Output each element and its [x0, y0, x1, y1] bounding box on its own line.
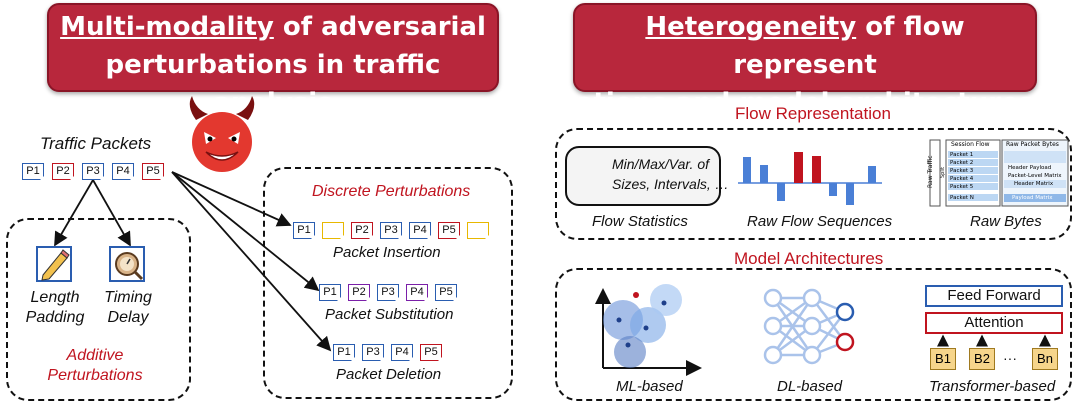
- flow-statistics-label: Flow Statistics: [592, 213, 688, 230]
- dl-based-label: DL-based: [777, 378, 843, 395]
- packet-deletion-label: Packet Deletion: [336, 366, 442, 383]
- title-line2: perturbations in traffic analysis: [105, 50, 441, 118]
- flow-representation-title: Flow Representation: [735, 104, 891, 123]
- flow-representation-box: [555, 128, 1072, 240]
- ellipsis: ···: [1003, 350, 1017, 366]
- packet-row: Packet 1: [950, 152, 974, 158]
- packet-level-matrix-label: Packet-Level Matrix: [1008, 173, 1062, 179]
- sub-p4: P4: [406, 284, 429, 302]
- raw-traffic-label: Raw Traffic: [927, 155, 934, 188]
- packet-substitution-label: Packet Substitution: [325, 306, 454, 323]
- perturbations-word: Perturbations: [47, 367, 143, 384]
- packet-p1: P1: [22, 163, 45, 181]
- transformer-arrows: [937, 334, 1051, 347]
- raw-bytes-label: Raw Bytes: [970, 213, 1042, 230]
- additive-perturbations-title: Additive Perturbations: [30, 346, 160, 386]
- split-label: Split: [940, 166, 946, 178]
- ins-p4: P4: [409, 222, 432, 240]
- ins-p1: P1: [293, 222, 316, 240]
- stopwatch-icon: [109, 246, 145, 282]
- packet-row: Packet 2: [950, 160, 974, 166]
- ins-inserted-1: [322, 222, 345, 240]
- flow-statistics-box: [565, 146, 721, 206]
- ins-p3: P3: [380, 222, 403, 240]
- right-title-banner: Heterogeneity of flow represent ations a…: [573, 3, 1037, 118]
- packet-p2: P2: [52, 163, 75, 181]
- transformer-based-label: Transformer-based: [929, 378, 1056, 395]
- dl-network: [763, 288, 855, 365]
- header-payload-labels: Header Payload: [1008, 165, 1051, 171]
- sub-p5: P5: [435, 284, 458, 302]
- ml-scatter-plot: [595, 284, 702, 376]
- left-title-banner: Multi-modality of adversarial perturbati…: [47, 3, 499, 118]
- arrow-to-insertion: [171, 171, 292, 227]
- timing-delay-label: Timing Delay: [96, 288, 160, 328]
- title-line2: ations and model architectures: [575, 88, 1035, 118]
- sub-p3: P3: [377, 284, 400, 302]
- additive-word: Additive: [66, 347, 124, 364]
- delay-label: Delay: [107, 309, 149, 326]
- packet-rows: Packet 1 Packet 2 Packet 3 Packet 4 Pack…: [950, 151, 974, 202]
- header-matrix-label: Header Matrix: [1014, 181, 1054, 187]
- del-p5: P5: [420, 344, 443, 362]
- title-underlined: Multi-modality: [60, 12, 274, 42]
- packet-p5: P5: [142, 163, 165, 181]
- token-b2: B2: [969, 348, 995, 370]
- flow-stats-line2: Sizes, Intervals, …: [612, 176, 729, 192]
- title-rest: of adversarial: [273, 12, 486, 42]
- token-bn: Bn: [1032, 348, 1058, 370]
- ins-p5: P5: [438, 222, 461, 240]
- ml-based-label: ML-based: [616, 378, 683, 395]
- sub-p2: P2: [348, 284, 371, 302]
- length-label: Length: [30, 289, 80, 306]
- document-pencil-icon: [36, 246, 72, 282]
- arrow-to-substitution: [171, 171, 320, 292]
- packet-insertion-label: Packet Insertion: [333, 244, 441, 261]
- ins-inserted-2: [467, 222, 490, 240]
- session-flow-label: Session Flow: [951, 141, 990, 148]
- discrete-box: [263, 167, 513, 399]
- discrete-perturbations-title: Discrete Perturbations: [312, 183, 471, 200]
- padding-label: Padding: [25, 309, 85, 326]
- devil-icon: [189, 96, 255, 172]
- sub-p1: P1: [319, 284, 342, 302]
- timing-label: Timing: [104, 289, 152, 306]
- arrow-to-padding: [54, 179, 94, 247]
- del-p1: P1: [333, 344, 356, 362]
- additive-box: [6, 218, 191, 401]
- token-b1: B1: [930, 348, 956, 370]
- packet-row: Packet 3: [950, 168, 974, 174]
- packet-p3: P3: [82, 163, 105, 181]
- feed-forward-block: Feed Forward: [925, 285, 1063, 307]
- payload-label: Payload: [1029, 165, 1052, 171]
- model-architectures-box: [555, 268, 1072, 401]
- raw-flow-sequences-label: Raw Flow Sequences: [747, 213, 893, 230]
- raw-flow-bars: [738, 152, 882, 205]
- header-label: Header: [1008, 165, 1029, 171]
- payload-matrix-label: Payload Matrix: [1012, 195, 1053, 201]
- del-p3: P3: [362, 344, 385, 362]
- raw-packet-bytes-label: Raw Packet Bytes: [1006, 141, 1059, 148]
- traffic-packets-label: Traffic Packets: [40, 134, 152, 153]
- arrow-to-delay: [92, 179, 131, 247]
- arrow-to-deletion: [171, 171, 332, 352]
- packet-row: Packet 4: [950, 176, 974, 182]
- title-rest: of flow represent: [733, 12, 965, 80]
- ins-p2: P2: [351, 222, 374, 240]
- length-padding-label: Length Padding: [20, 288, 90, 328]
- packet-row: Packet N: [950, 195, 974, 201]
- attention-block: Attention: [925, 312, 1063, 334]
- flow-stats-line1: Min/Max/Var. of: [612, 156, 709, 172]
- title-underlined: Heterogeneity: [645, 12, 857, 42]
- del-p4: P4: [391, 344, 414, 362]
- model-architectures-title: Model Architectures: [734, 249, 884, 268]
- raw-bytes-illustration: [929, 139, 1069, 207]
- packet-row: Packet 5: [950, 184, 974, 190]
- packet-p4: P4: [112, 163, 135, 181]
